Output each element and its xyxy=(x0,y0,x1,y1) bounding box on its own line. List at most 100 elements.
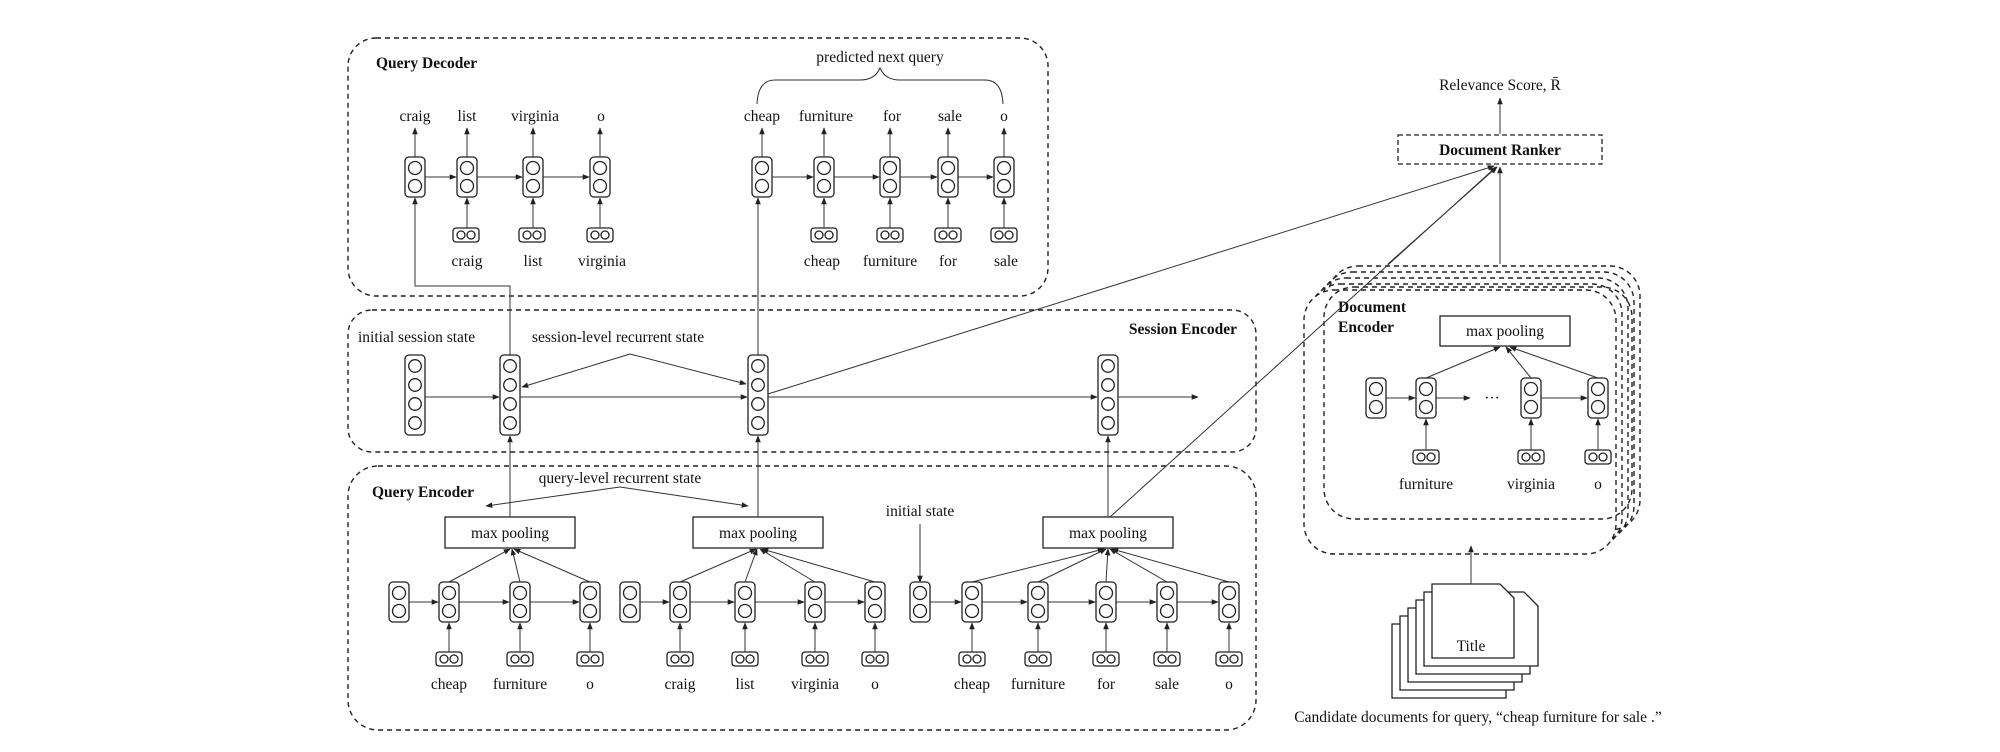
query-input-embedding xyxy=(731,651,759,667)
query-input-embedding xyxy=(435,651,463,667)
decoder-cell xyxy=(522,156,544,198)
query-input-word: list xyxy=(736,676,756,693)
query-encoder-cell xyxy=(909,581,931,623)
query-input-embedding xyxy=(666,651,694,667)
query-input-word: furniture xyxy=(1011,676,1065,693)
decoder-input-word: cheap xyxy=(804,253,840,270)
decoder-input-word: furniture xyxy=(863,253,917,270)
decoder-cell xyxy=(993,156,1015,198)
doc-input-embedding xyxy=(1584,449,1612,465)
decoder-seq1: craig list virginia o craig list virgini… xyxy=(400,108,627,270)
decoder-output-word: o xyxy=(1000,108,1008,125)
query-input-word: sale xyxy=(1155,676,1179,693)
query-encoder-cell xyxy=(961,581,983,623)
query-input-word: cheap xyxy=(954,676,990,693)
document-ranker-title: Document Ranker xyxy=(1439,142,1561,159)
initial-state-label: initial state xyxy=(886,503,955,520)
query-input-word: o xyxy=(586,676,594,693)
query-encoder-cell xyxy=(734,581,756,623)
decoder-cell xyxy=(813,156,835,198)
session-to-decoder-arrow xyxy=(412,197,511,355)
decoder-cell xyxy=(456,156,478,198)
document-encoder-stack xyxy=(1303,265,1641,555)
decoder-output-word: list xyxy=(458,108,478,125)
decoder-input-embedding xyxy=(810,227,838,243)
query-input-embedding xyxy=(958,651,986,667)
doc-input-word: o xyxy=(1594,476,1602,493)
session-cell xyxy=(1097,354,1119,436)
candidate-documents-stack xyxy=(1391,583,1539,699)
document-encoder-frame xyxy=(1323,286,1633,520)
query-encoder-cell xyxy=(1218,581,1240,623)
document-encoder-title-line1: Document xyxy=(1338,299,1407,316)
doc-encoder-cell xyxy=(1365,377,1387,419)
query-encoder-cell xyxy=(509,581,531,623)
session-cell xyxy=(747,354,769,436)
session-cell xyxy=(499,354,521,436)
decoder-output-word: for xyxy=(883,108,902,125)
query-encoder-title: Query Encoder xyxy=(372,484,474,501)
query-input-embedding xyxy=(1153,651,1181,667)
document-encoder: max pooling ··· furniture virginia o xyxy=(1365,315,1612,493)
document-icon xyxy=(1431,583,1515,659)
query-input-word: cheap xyxy=(431,676,467,693)
doc-max-pooling-label: max pooling xyxy=(1466,323,1544,340)
initial-session-state-label: initial session state xyxy=(358,329,475,346)
query-input-embedding xyxy=(1092,651,1120,667)
session-initial-cell xyxy=(404,354,426,436)
decoder-output-word: furniture xyxy=(799,108,853,125)
predicted-query-brace xyxy=(756,66,1004,105)
query-encoder-cell xyxy=(1095,581,1117,623)
decoder-output-word: o xyxy=(597,108,605,125)
query-encoder: query-level recurrent state initial stat… xyxy=(388,435,1243,693)
query-encoder-frame xyxy=(347,465,1257,731)
decoder-cell xyxy=(751,156,773,198)
relevance-score-label: Relevance Score, R̄ xyxy=(1439,77,1561,94)
query-decoder-title: Query Decoder xyxy=(376,55,477,72)
query-input-embedding xyxy=(801,651,829,667)
decoder-output-word: sale xyxy=(938,108,962,125)
decoder-input-embedding xyxy=(452,227,480,243)
session-encoder: initial session state session-level recu… xyxy=(358,329,1199,436)
query-input-embedding xyxy=(1215,651,1243,667)
max-pooling-label: max pooling xyxy=(471,525,549,542)
query-encoder-cell xyxy=(804,581,826,623)
query-decoder-frame xyxy=(347,37,1049,297)
decoder-input-word: craig xyxy=(452,253,483,270)
query-input-word: for xyxy=(1097,676,1116,693)
query-input-word: o xyxy=(871,676,879,693)
max-pooling-box xyxy=(692,516,824,549)
query-encoder-cell xyxy=(1156,581,1178,623)
query-encoder-cell xyxy=(864,581,886,623)
query-input-word: virginia xyxy=(791,676,839,693)
document-encoder-title-line2: Encoder xyxy=(1338,319,1394,336)
decoder-input-embedding xyxy=(876,227,904,243)
doc-encoder-cell xyxy=(1415,377,1437,419)
candidate-documents-caption: Candidate documents for query, “cheap fu… xyxy=(1294,709,1662,726)
decoder-cell xyxy=(879,156,901,198)
doc-input-embedding xyxy=(1412,449,1440,465)
max-pooling-box xyxy=(1042,516,1174,549)
document-ranker-box xyxy=(1397,134,1603,165)
query-input-embedding xyxy=(1024,651,1052,667)
predicted-next-query-label: predicted next query xyxy=(816,49,944,66)
session-to-ranker-arrow xyxy=(767,165,1495,395)
doc-input-word: furniture xyxy=(1399,476,1453,493)
query-encoder-cell xyxy=(1027,581,1049,623)
session-encoder-title: Session Encoder xyxy=(1129,321,1237,338)
doc-ellipsis: ··· xyxy=(1484,390,1500,407)
docenc-to-ranker-arrow xyxy=(1387,166,1498,265)
decoder-input-word: virginia xyxy=(578,253,626,270)
doc-encoder-cell xyxy=(1520,377,1542,419)
decoder-output-word: cheap xyxy=(744,108,780,125)
doc-encoder-cell xyxy=(1587,377,1609,419)
session-encoder-frame xyxy=(347,309,1257,453)
query-encoder-cell xyxy=(619,581,641,623)
decoder-cell xyxy=(589,156,611,198)
decoder-input-embedding xyxy=(586,227,614,243)
query-encoder-cell xyxy=(669,581,691,623)
decoder-cell xyxy=(404,156,426,198)
doc-input-word: virginia xyxy=(1507,476,1555,493)
decoder-input-embedding xyxy=(990,227,1018,243)
query-input-embedding xyxy=(861,651,889,667)
